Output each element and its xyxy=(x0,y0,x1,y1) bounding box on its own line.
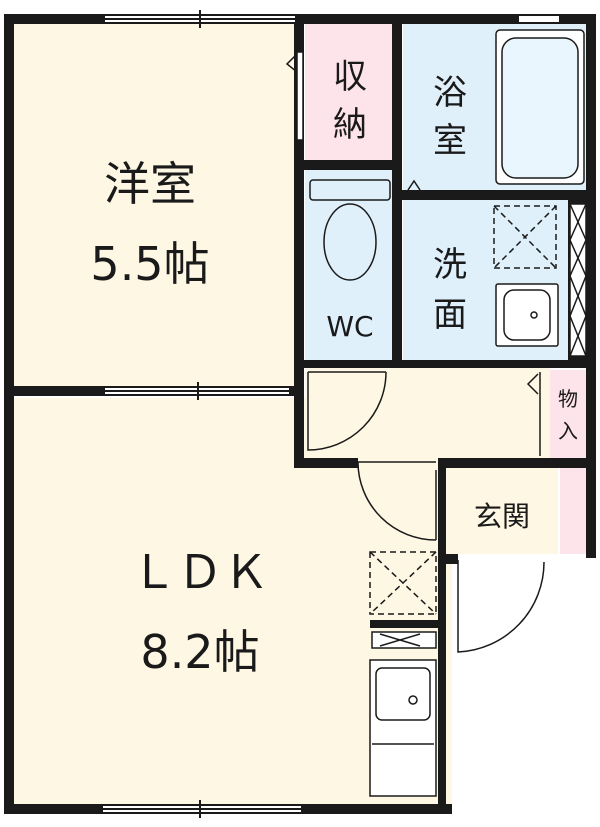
storage-label-1: 収 xyxy=(333,57,367,97)
ldk-size: 8.2帖 xyxy=(140,625,259,679)
closet-label-2: 入 xyxy=(558,419,578,443)
wc-floor xyxy=(305,170,395,360)
fixtures xyxy=(309,29,587,797)
entrance-label: 玄関 xyxy=(474,500,530,533)
western-room-name: 洋室 xyxy=(104,157,196,211)
bath-label-1: 浴 xyxy=(433,73,467,113)
washroom-label-2: 面 xyxy=(433,295,467,335)
windows xyxy=(101,10,561,818)
refrigerator-space-icon xyxy=(369,551,437,615)
entrance-floor xyxy=(446,466,558,554)
storage-label-2: 納 xyxy=(333,105,367,145)
closet-floor xyxy=(550,370,586,458)
storage-floor xyxy=(305,22,395,162)
entrance-storage-floor xyxy=(560,466,588,554)
washroom-label-1: 洗 xyxy=(433,245,467,285)
doors xyxy=(285,51,545,653)
washing-machine-icon xyxy=(493,205,557,269)
bath-label-2: 室 xyxy=(433,121,467,161)
closet-label-1: 物 xyxy=(558,387,578,411)
hallway-floor xyxy=(305,366,550,460)
wash-basin-icon xyxy=(495,283,559,347)
western-room-floor xyxy=(12,20,298,390)
wc-label: WC xyxy=(326,310,373,343)
toilet-tank-icon xyxy=(309,179,391,201)
western-room-size: 5.5帖 xyxy=(90,237,209,291)
toilet-bowl-icon xyxy=(323,203,377,281)
shelf-icon xyxy=(569,203,587,357)
ldk-name: ＬＤＫ xyxy=(131,545,269,599)
kitchen-counter-icon xyxy=(369,659,437,797)
